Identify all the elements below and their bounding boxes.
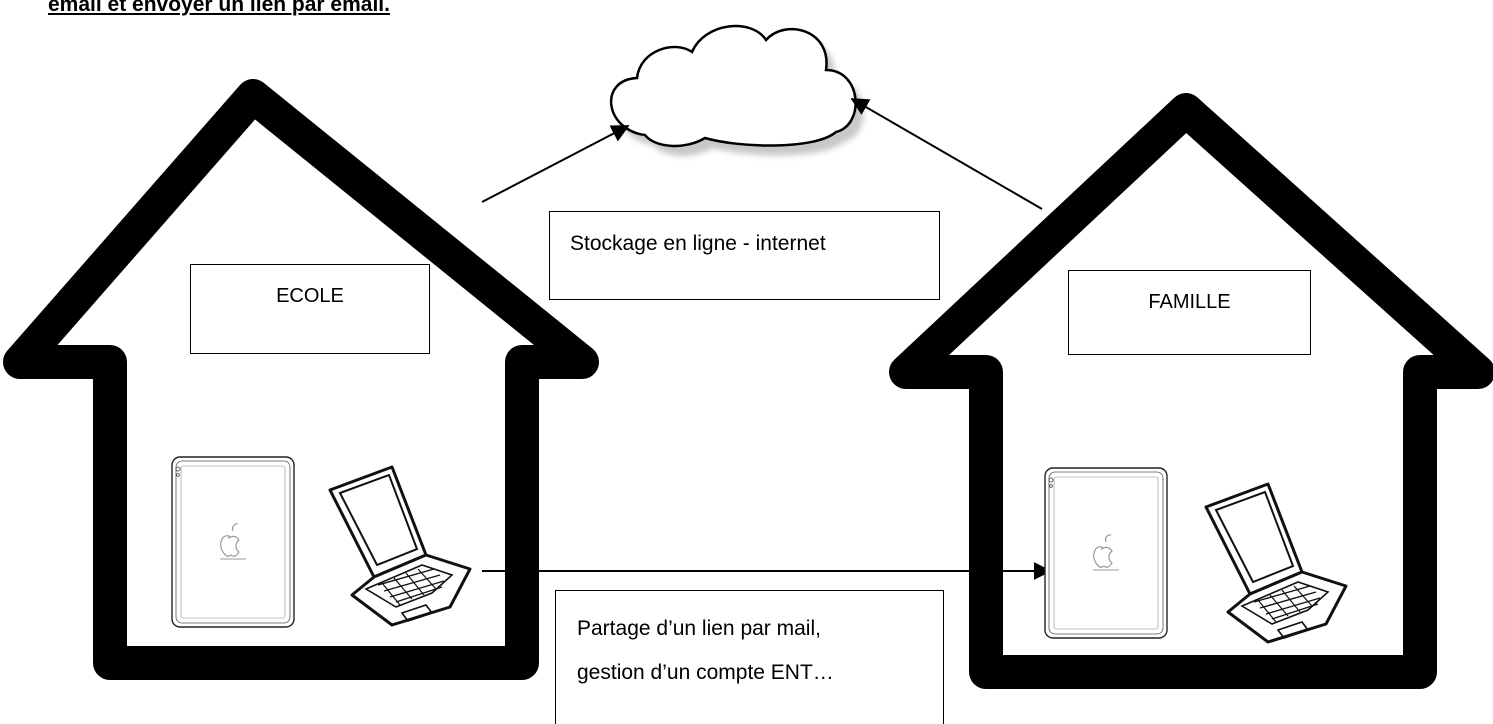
family-label: FAMILLE bbox=[1068, 270, 1311, 355]
share-method-label: Partage d’un lien par mail, gestion d’un… bbox=[555, 590, 944, 724]
cloud-storage-label: Stockage en ligne - internet bbox=[549, 211, 940, 300]
school-label: ECOLE bbox=[190, 264, 430, 354]
school-tablet-icon bbox=[171, 456, 295, 628]
family-tablet-icon bbox=[1044, 467, 1168, 639]
school-house-outline bbox=[3, 79, 599, 680]
share-method-line-1: Partage d’un lien par mail, bbox=[577, 617, 821, 640]
cloud-icon bbox=[610, 24, 864, 156]
header-text: email et envoyer un lien par email. bbox=[48, 0, 390, 16]
arrow-school-to-cloud bbox=[481, 125, 630, 203]
family-laptop-icon bbox=[1204, 482, 1348, 644]
school-laptop-icon bbox=[328, 465, 472, 627]
family-house-outline bbox=[889, 93, 1493, 689]
share-method-line-2: gestion d’un compte ENT… bbox=[577, 661, 834, 684]
arrow-family-to-cloud bbox=[850, 98, 1043, 210]
